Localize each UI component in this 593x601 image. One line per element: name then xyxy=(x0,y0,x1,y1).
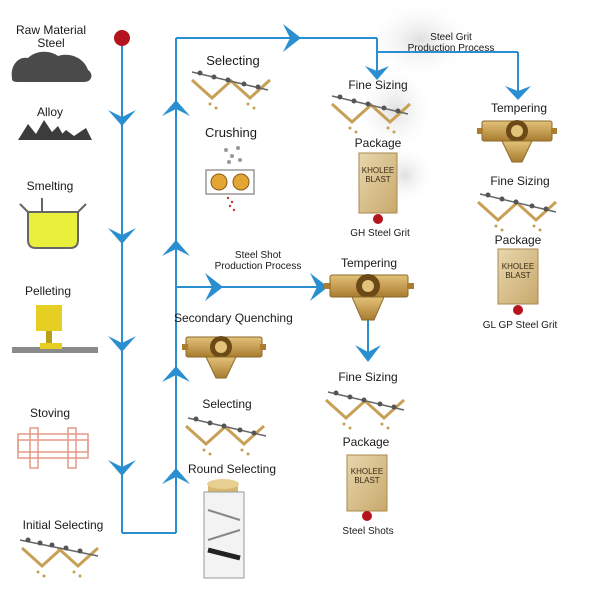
up-arrow-icon xyxy=(162,468,190,484)
shot-package-brand: KHOLEE BLAST xyxy=(350,467,384,485)
secondary-quenching-machine-icon xyxy=(182,336,266,379)
selecting-bottom-screens-icon xyxy=(184,416,267,456)
pelleting-press-icon xyxy=(12,305,98,353)
shot-product-label: Steel Shots xyxy=(342,526,394,537)
alloy-label: Alloy xyxy=(36,105,63,119)
start-node xyxy=(114,30,130,46)
grit-fine-sizing-screens-icon xyxy=(330,94,412,134)
grit-right-fine-sizing-screens-icon xyxy=(476,192,558,232)
shot-package-label: Package xyxy=(342,435,390,449)
grit-right-package-bag-icon xyxy=(497,248,539,305)
down-arrow-icon xyxy=(108,110,136,126)
down-arrow-icon xyxy=(108,460,136,476)
shot-fine-sizing-label: Fine Sizing xyxy=(338,370,398,384)
grit-right-product-node xyxy=(513,305,523,315)
grit-package-label: Package xyxy=(354,136,402,150)
grit-package-brand: KHOLEE BLAST xyxy=(361,166,395,184)
middle-column-arrows xyxy=(162,100,190,484)
grit-product-node xyxy=(373,214,383,224)
branch-arrows xyxy=(355,66,531,362)
grit-process-title: Steel Grit Production Process xyxy=(407,32,495,54)
grit-product-label: GH Steel Grit xyxy=(350,228,410,239)
down-arrow-icon xyxy=(355,345,381,362)
smelting-vat-icon xyxy=(19,198,87,249)
secondary-quenching-label: Secondary Quenching xyxy=(174,311,293,325)
shot-tempering-machine-icon xyxy=(324,274,414,321)
grit-right-tempering-label: Tempering xyxy=(490,101,548,115)
crushing-machine-icon xyxy=(205,146,255,212)
round-selecting-machine-icon xyxy=(203,479,245,579)
right-arrow-icon xyxy=(205,273,223,301)
right-arrow-icon xyxy=(310,273,328,301)
crushing-label: Crushing xyxy=(204,125,258,140)
right-arrows xyxy=(205,24,328,301)
raw-material-label: Raw Material Steel xyxy=(15,23,87,50)
grit-fine-sizing-label: Fine Sizing xyxy=(348,78,408,92)
grit-right-fine-sizing-label: Fine Sizing xyxy=(490,174,550,188)
grit-package-bag-icon xyxy=(358,152,398,214)
up-arrow-icon xyxy=(162,240,190,256)
selecting-screens-icon xyxy=(190,70,272,110)
shot-product-node xyxy=(362,511,372,521)
grit-right-package-label: Package xyxy=(494,233,542,247)
stoving-oven-icon xyxy=(17,427,89,469)
shot-tempering-label: Tempering xyxy=(340,256,398,270)
down-arrow-icon xyxy=(108,228,136,244)
smelting-label: Smelting xyxy=(26,179,74,193)
alloy-icon xyxy=(18,120,92,140)
down-arrow-icon xyxy=(108,336,136,352)
pelleting-label: Pelleting xyxy=(24,284,72,298)
shot-process-title: Steel Shot Production Process xyxy=(214,250,302,272)
stoving-label: Stoving xyxy=(29,406,71,420)
shot-package-bag-icon xyxy=(346,454,388,512)
shot-fine-sizing-screens-icon xyxy=(324,390,406,430)
initial-selecting-screens-icon xyxy=(19,537,100,578)
down-arrow-icon xyxy=(505,86,531,100)
selecting-bottom-label: Selecting xyxy=(202,397,252,411)
round-selecting-label: Round Selecting xyxy=(187,462,277,476)
grit-tempering-machine-icon xyxy=(477,120,557,163)
up-arrow-icon xyxy=(162,366,190,382)
right-arrow-icon xyxy=(283,24,301,52)
selecting-top-label: Selecting xyxy=(206,53,260,68)
up-arrow-icon xyxy=(162,100,190,116)
grit-right-product-label: GL GP Steel Grit xyxy=(482,320,558,331)
grit-right-package-brand: KHOLEE BLAST xyxy=(501,262,535,280)
main-column-arrows xyxy=(108,110,136,476)
down-arrow-icon xyxy=(365,66,389,80)
raw-material-rock-icon xyxy=(11,51,92,82)
initial-selecting-label: Initial Selecting xyxy=(22,518,104,532)
